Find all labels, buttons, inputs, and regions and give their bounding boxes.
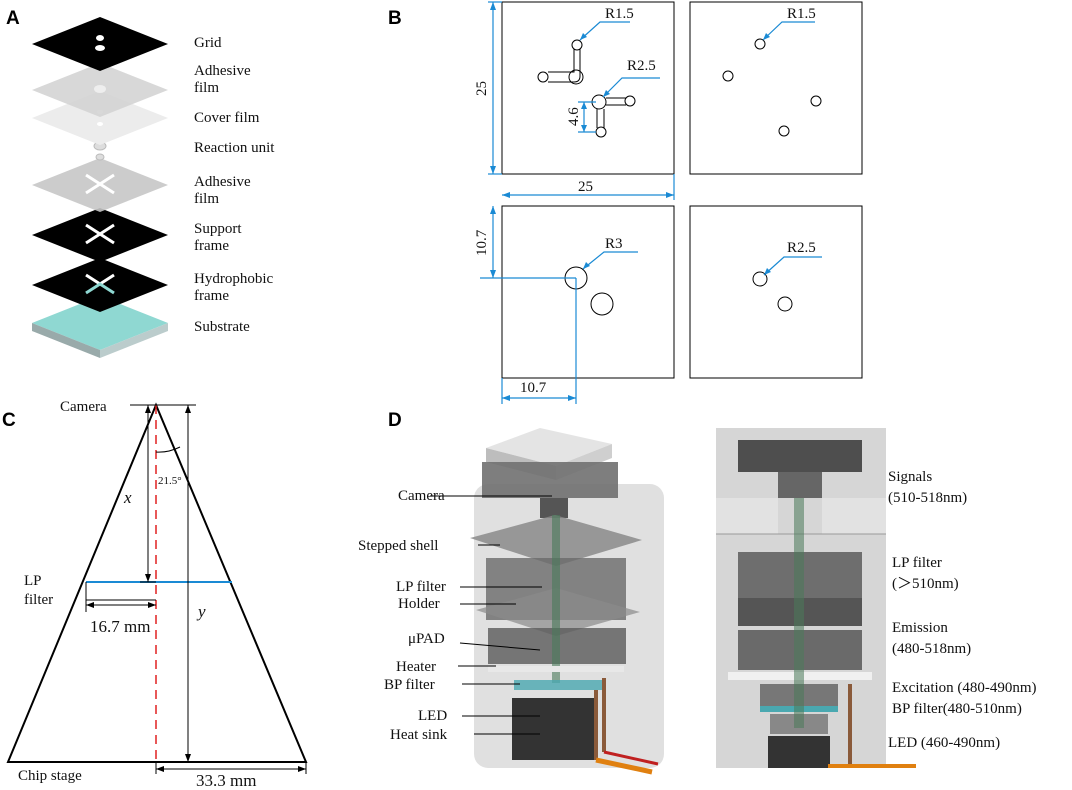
label-camera-c: Camera [60,399,107,415]
panel-label-b: B [388,8,402,29]
label-x: x [123,488,132,507]
label-dim-25-horizontal: 25 [578,179,593,195]
hydrophobic-frame-layer [32,258,168,312]
label-led-range: LED (460-490nm) [888,735,1000,751]
label-dim-10-7-horizontal: 10.7 [520,380,547,396]
label-holder: Holder [398,596,440,612]
label-angle: 21.5° [158,475,182,487]
square-bottom-left [501,205,675,379]
device-section-right [716,428,916,768]
label-substrate: Substrate [194,319,250,335]
label-lp-filter-d: LP filter [396,579,446,595]
label-heater: Heater [396,659,436,675]
panel-b-labels: R1.5 R2.5 R1.5 R3 R2.5 25 25 4.6 10.7 10… [474,6,816,396]
panel-d-left-labels: Camera Stepped shell LP filter Holder μP… [358,488,448,743]
label-stepped-shell: Stepped shell [358,538,438,554]
label-signals: Signals(510-518nm) [888,469,967,506]
label-r15-b: R1.5 [787,6,816,22]
label-cover-film: Cover film [194,110,260,126]
bottom-left-circles [564,266,614,316]
label-upad: μPAD [408,631,445,647]
top-right-circles [722,38,822,137]
label-reaction-unit: Reaction unit [194,140,275,156]
panel-label-a: A [6,8,20,29]
square-top-right [689,1,863,175]
label-r3: R3 [605,236,623,252]
label-dim-4-6: 4.6 [566,107,582,126]
camera-cone [6,402,308,774]
adhesive-film-layer-1 [32,63,168,117]
square-bottom-right [689,205,863,379]
adhesive-film-layer-2 [32,158,168,212]
label-excitation: Excitation (480-490nm)BP filter(480-510n… [892,680,1037,717]
label-r25-b: R2.5 [787,240,816,256]
label-33-3-mm: 33.3 mm [196,771,256,790]
label-chip-stage: Chip stage [18,768,82,784]
channel-shape-2 [591,94,636,138]
device-3d-left [470,428,664,775]
label-dim-25-vertical: 25 [474,81,490,96]
panel-d-right-labels: Signals(510-518nm) LP filter(＞510nm) Emi… [888,469,1037,751]
panel-label-c: C [2,410,16,431]
label-y: y [196,602,206,621]
label-camera-d: Camera [398,488,445,504]
channel-shape-1 [537,39,584,85]
label-led: LED [418,708,447,724]
left-leader-lines [430,495,552,735]
square-top-left [501,1,675,175]
label-lp-filter-right: LP filter(＞510nm) [892,555,959,592]
grid-layer [32,17,168,71]
support-frame-layer [32,208,168,262]
label-r15-a: R1.5 [605,6,634,22]
label-grid: Grid [194,35,222,51]
bottom-right-circles [752,271,793,312]
substrate-layer [32,296,168,358]
label-dim-10-7-vertical: 10.7 [474,229,490,256]
label-heat-sink: Heat sink [390,727,448,743]
label-emission: Emission(480-518nm) [892,620,971,657]
panel-label-d: D [388,410,402,431]
label-bp-filter: BP filter [384,677,435,693]
label-r25-a: R2.5 [627,58,656,74]
label-16-7-mm: 16.7 mm [90,617,150,636]
dimension-lines-b [480,1,822,404]
